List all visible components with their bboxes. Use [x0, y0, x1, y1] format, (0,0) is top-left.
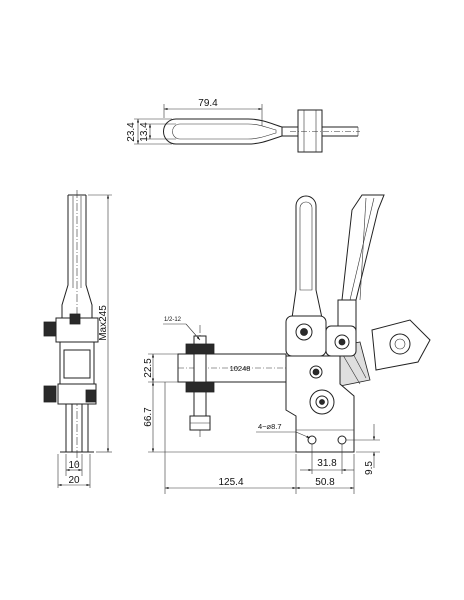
open-position-ghost	[329, 194, 431, 387]
mounting-hole-2	[337, 435, 347, 445]
hole-spec: 4−⌀8.7	[258, 422, 282, 431]
side-nut-lower-right	[85, 389, 97, 403]
mounting-hole-1	[307, 435, 317, 445]
dim-9-5: 9.5	[364, 461, 375, 475]
dim-10: 10	[68, 460, 80, 471]
dim-79-4: 79.4	[198, 98, 218, 109]
side-nut-lower-left	[43, 385, 57, 403]
dim-125-4: 125.4	[218, 477, 243, 488]
front-nut-lower	[185, 381, 215, 393]
top-handle-outline	[163, 118, 283, 145]
dim-13-4: 13.4	[139, 122, 150, 142]
dim-23-4: 23.4	[126, 122, 137, 142]
side-view: Max245 10 20	[43, 190, 112, 488]
side-nut-upper-left	[43, 321, 57, 337]
dim-66-7: 66.7	[143, 407, 154, 427]
dim-50-8: 50.8	[315, 477, 335, 488]
front-handle	[291, 195, 323, 319]
model-number: 10248	[230, 364, 251, 373]
dim-20: 20	[68, 475, 80, 486]
front-view: 10248 1/2-12 22.5 66.7 4−⌀8.7 31.8	[143, 194, 431, 494]
top-handle-inner	[172, 123, 277, 140]
thread-spec: 1/2-12	[164, 317, 182, 323]
dim-max245: Max245	[98, 305, 109, 341]
front-nut-upper	[185, 343, 215, 355]
top-spindle-block	[297, 109, 323, 153]
dim-22-5: 22.5	[143, 358, 154, 378]
dim-31-8: 31.8	[317, 458, 337, 469]
side-nut-upper-right	[69, 313, 81, 325]
top-view: 79.4 23.4 13.4	[126, 98, 360, 153]
